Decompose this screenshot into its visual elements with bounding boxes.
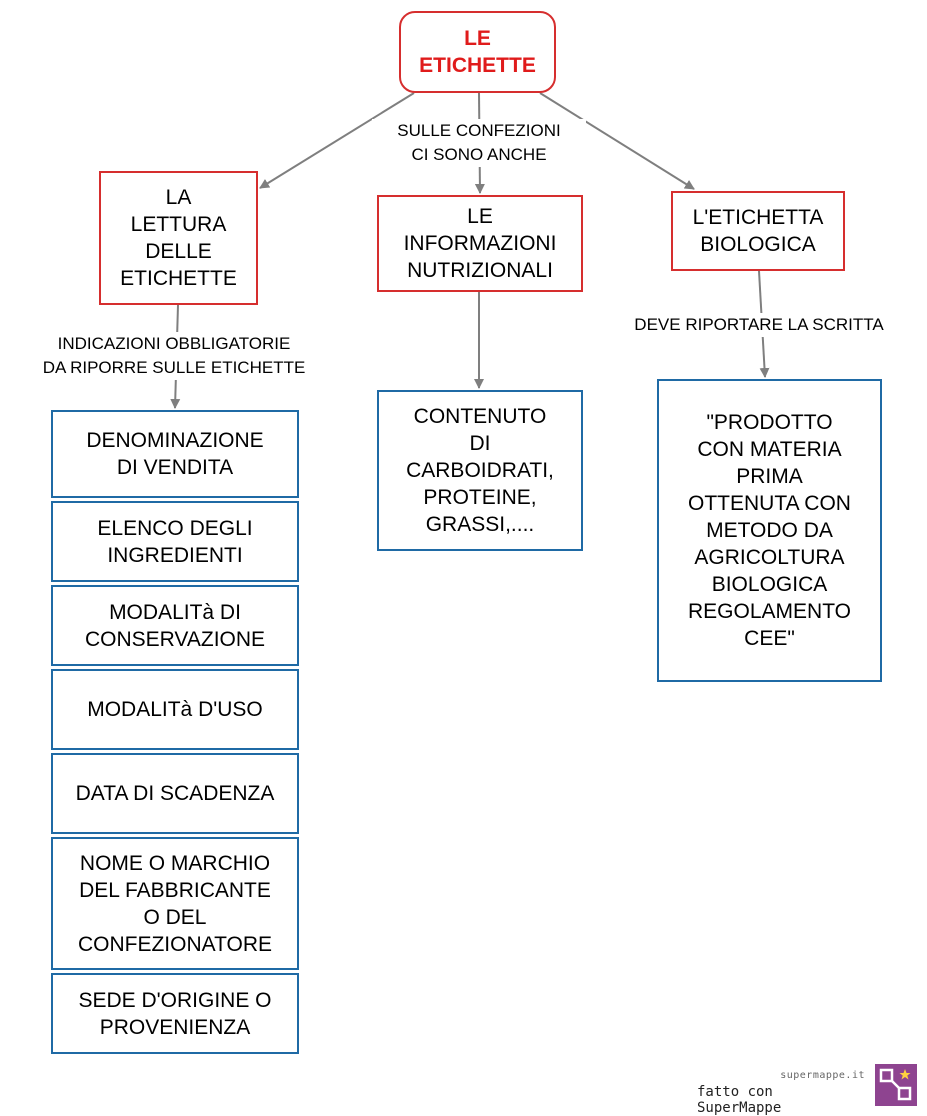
arrow-root-to-biologica [539,92,695,190]
list-item: MODALITà D'USO [51,669,299,750]
branch-informazioni-nutrizionali: LE INFORMAZIONI NUTRIZIONALI [377,195,583,292]
edge-label-center: SULLE CONFEZIONI CI SONO ANCHE [372,119,586,167]
footer-site: supermappe.it [780,1070,865,1081]
footer-made-with: fatto con SuperMappe [697,1084,782,1116]
supermappe-logo-icon [875,1064,917,1106]
list-item: MODALITà DI CONSERVAZIONE [51,585,299,666]
list-item: ELENCO DEGLI INGREDIENTI [51,501,299,582]
branch-etichetta-biologica: L'ETICHETTA BIOLOGICA [671,191,845,271]
edge-label-left: INDICAZIONI OBBLIGATORIE DA RIPORRE SULL… [4,332,344,380]
branch-lettura-etichette: LA LETTURA DELLE ETICHETTE [99,171,258,305]
footer-branding: supermappe.it fatto con SuperMappe [697,1064,917,1116]
list-item: NOME O MARCHIO DEL FABBRICANTE O DEL CON… [51,837,299,970]
detail-contenuto: CONTENUTO DI CARBOIDRATI, PROTEINE, GRAS… [377,390,583,551]
detail-scritta-biologica: "PRODOTTO CON MATERIA PRIMA OTTENUTA CON… [657,379,882,682]
list-item: SEDE D'ORIGINE O PROVENIENZA [51,973,299,1054]
arrow-root-to-lettura [259,92,415,189]
list-item: DATA DI SCADENZA [51,753,299,834]
root-node: LE ETICHETTE [399,11,556,93]
edge-label-right: DEVE RIPORTARE LA SCRITTA [596,313,922,337]
list-item: DENOMINAZIONE DI VENDITA [51,410,299,498]
